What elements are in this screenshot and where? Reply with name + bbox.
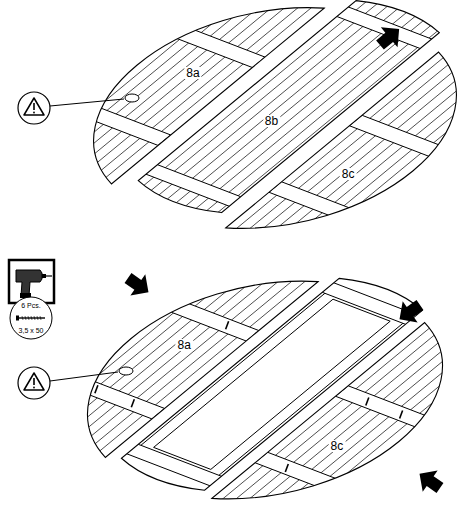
piece-content	[217, 45, 465, 266]
part-number: 8a	[176, 339, 193, 351]
plank-line	[229, 326, 459, 516]
batten	[269, 182, 362, 223]
batten	[124, 443, 224, 487]
screw-mark	[95, 385, 98, 393]
screw-mark	[131, 399, 134, 407]
plank-line	[220, 322, 450, 512]
screw-mark	[285, 464, 288, 472]
table-piece	[217, 45, 465, 266]
table-drawings	[16, 0, 465, 526]
batten	[166, 300, 259, 341]
plank-line	[252, 58, 465, 248]
plank-line	[280, 69, 465, 259]
plank-line	[275, 343, 465, 526]
plank-line	[238, 329, 465, 519]
hole-mark	[119, 367, 133, 375]
direction-arrow	[392, 294, 427, 330]
table-top	[22, 0, 465, 266]
plank-line	[257, 336, 465, 526]
screw-mark	[226, 321, 229, 329]
batten	[172, 26, 265, 67]
direction-arrow	[412, 463, 447, 499]
plank-line	[289, 72, 465, 262]
piece-fill	[212, 323, 465, 526]
piece-outline	[212, 323, 465, 526]
warning-icon	[18, 92, 124, 124]
part-number: 8c	[329, 440, 346, 452]
plank-line	[271, 65, 465, 255]
table-piece	[203, 316, 465, 526]
direction-arrow	[372, 19, 408, 55]
plank-line	[211, 319, 441, 509]
part-number: 8c	[340, 168, 357, 180]
batten	[336, 386, 429, 427]
screw-size-label: 3,5 x 50	[19, 327, 44, 334]
plank-line	[225, 48, 455, 238]
piece-content	[203, 316, 465, 526]
batten	[349, 115, 442, 156]
plank-line	[234, 51, 464, 241]
batten	[71, 377, 164, 418]
batten	[143, 164, 243, 208]
piece-fill	[226, 52, 465, 259]
part-number: 8a	[184, 67, 201, 79]
warning-icon	[18, 367, 118, 399]
plank-line	[243, 55, 465, 245]
screw-mark	[400, 411, 403, 419]
screw-mark	[366, 398, 369, 406]
plank-line	[266, 340, 465, 526]
table-top	[16, 238, 465, 526]
screw-icon	[10, 297, 52, 339]
direction-arrow	[121, 267, 156, 303]
part-number: 8b	[263, 115, 280, 127]
batten	[77, 104, 170, 145]
quantity-label: 6 Pcs.	[21, 302, 40, 309]
piece-outline	[226, 52, 465, 259]
hole-mark	[125, 94, 139, 102]
batten	[255, 452, 348, 493]
